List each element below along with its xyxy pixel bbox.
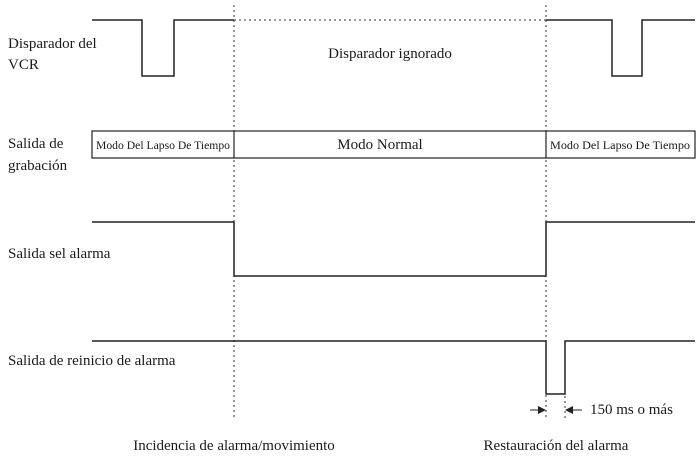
recording-mode-bar <box>91 130 696 159</box>
alarm-restore-caption: Restauración del alarma <box>484 438 629 454</box>
vcr-trigger-waveform-left <box>92 19 234 77</box>
mode-normal: Modo Normal <box>337 137 422 153</box>
trigger-ignored-label: Disparador ignorado <box>328 46 452 62</box>
vcr-trigger-label: Disparador del VCR <box>8 36 100 73</box>
pulse-width-label: 150 ms o más <box>590 402 673 418</box>
recording-output-label: Salida de grabación <box>8 136 68 174</box>
alarm-onset-caption: Incidencia de alarma/movimiento <box>133 438 335 454</box>
alarm-reset-output-label: Salida de reinicio de alarma <box>8 353 176 369</box>
alarm-reset-output-waveform <box>92 340 695 395</box>
recording-output-label-line-1: Salida de <box>8 136 64 152</box>
alarm-output-waveform <box>92 221 695 277</box>
alarm-output-label: Salida sel alarma <box>8 246 111 262</box>
vcr-trigger-label-line-1: Disparador del <box>8 36 97 52</box>
vcr-trigger-label-line-2: VCR <box>8 57 39 73</box>
mode-time-lapse-left: Modo Del Lapso De Tiempo <box>96 138 230 152</box>
recording-output-label-line-2: grabación <box>8 158 68 174</box>
mode-time-lapse-right: Modo Del Lapso De Tiempo <box>550 138 690 152</box>
vcr-trigger-waveform-right <box>546 19 695 77</box>
